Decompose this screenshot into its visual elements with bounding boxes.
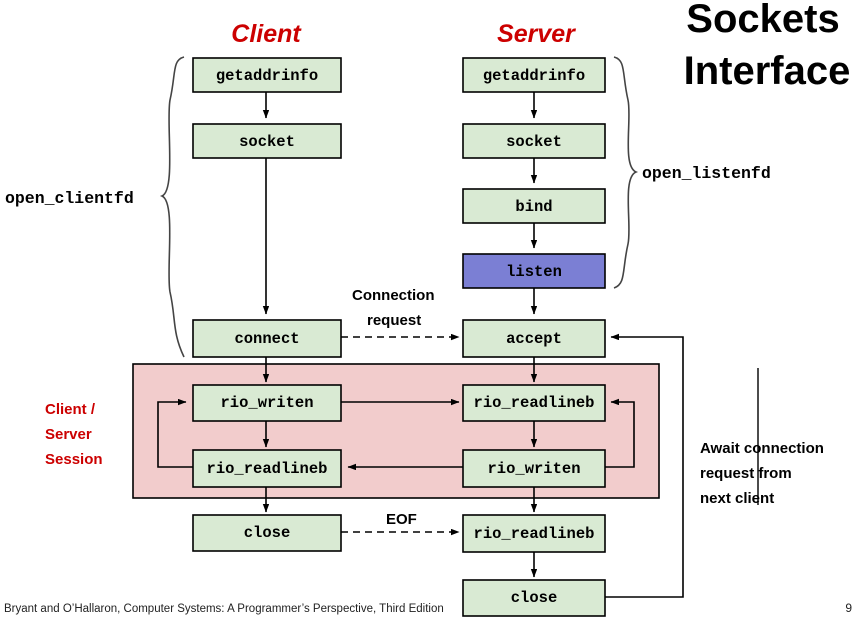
server-rio-readlineb-2-box[interactable]: rio_readlineb — [462, 514, 606, 553]
client-rio-writen-label: rio_writen — [220, 394, 313, 412]
client-column-heading: Client — [231, 20, 302, 48]
server-rio-readlineb-2-label: rio_readlineb — [474, 525, 595, 543]
server-rio-writen-label: rio_writen — [487, 460, 580, 478]
server-column-heading: Server — [497, 20, 576, 48]
client-socket-label: socket — [239, 133, 295, 151]
eof-label: EOF — [386, 511, 417, 528]
client-getaddrinfo-box[interactable]: getaddrinfo — [192, 57, 342, 93]
await-label-line2: request from — [700, 465, 792, 482]
client-rio-writen-box[interactable]: rio_writen — [192, 384, 342, 422]
edge-server-session-loop — [604, 398, 635, 468]
server-bind-box[interactable]: bind — [462, 188, 606, 224]
session-label-line1: Client / — [45, 401, 96, 418]
client-connect-box[interactable]: connect — [192, 319, 342, 358]
server-rio-writen-box[interactable]: rio_writen — [462, 449, 606, 488]
client-rio-readlineb-label: rio_readlineb — [207, 460, 328, 478]
open-listenfd-label: open_listenfd — [642, 164, 771, 183]
await-label-line3: next client — [700, 490, 774, 507]
client-close-label: close — [244, 524, 291, 542]
page-number: 9 — [845, 601, 852, 615]
client-rio-readlineb-box[interactable]: rio_readlineb — [192, 449, 342, 488]
server-close-box[interactable]: close — [462, 579, 606, 617]
footer-citation: Bryant and O’Hallaron, Computer Systems:… — [4, 603, 444, 615]
server-bind-label: bind — [515, 198, 552, 216]
client-connect-label: connect — [234, 330, 299, 348]
session-label-line3: Session — [45, 451, 103, 468]
server-listen-box[interactable]: listen — [462, 253, 606, 289]
session-label-line2: Server — [45, 426, 92, 443]
edge-client-session-loop — [157, 398, 193, 468]
open-listenfd-brace — [613, 56, 639, 289]
server-getaddrinfo-box[interactable]: getaddrinfo — [462, 57, 606, 93]
open-clientfd-brace — [159, 56, 185, 358]
server-socket-label: socket — [506, 133, 562, 151]
server-rio-readlineb-label: rio_readlineb — [474, 394, 595, 412]
client-close-box[interactable]: close — [192, 514, 342, 552]
client-getaddrinfo-label: getaddrinfo — [216, 67, 318, 85]
connection-request-line2: request — [367, 312, 421, 329]
server-accept-box[interactable]: accept — [462, 319, 606, 358]
open-clientfd-label: open_clientfd — [5, 189, 134, 208]
slide-title-line2: Interface — [684, 49, 851, 93]
server-socket-box[interactable]: socket — [462, 123, 606, 159]
server-getaddrinfo-label: getaddrinfo — [483, 67, 585, 85]
server-listen-label: listen — [506, 263, 562, 281]
slide-title-line1: Sockets — [686, 0, 839, 41]
edge-await-next-connection — [604, 333, 684, 598]
client-socket-box[interactable]: socket — [192, 123, 342, 159]
server-accept-label: accept — [506, 330, 562, 348]
server-close-label: close — [511, 589, 558, 607]
server-rio-readlineb-box[interactable]: rio_readlineb — [462, 384, 606, 422]
connection-request-line1: Connection — [352, 287, 435, 304]
await-label-line1: Await connection — [700, 440, 824, 457]
